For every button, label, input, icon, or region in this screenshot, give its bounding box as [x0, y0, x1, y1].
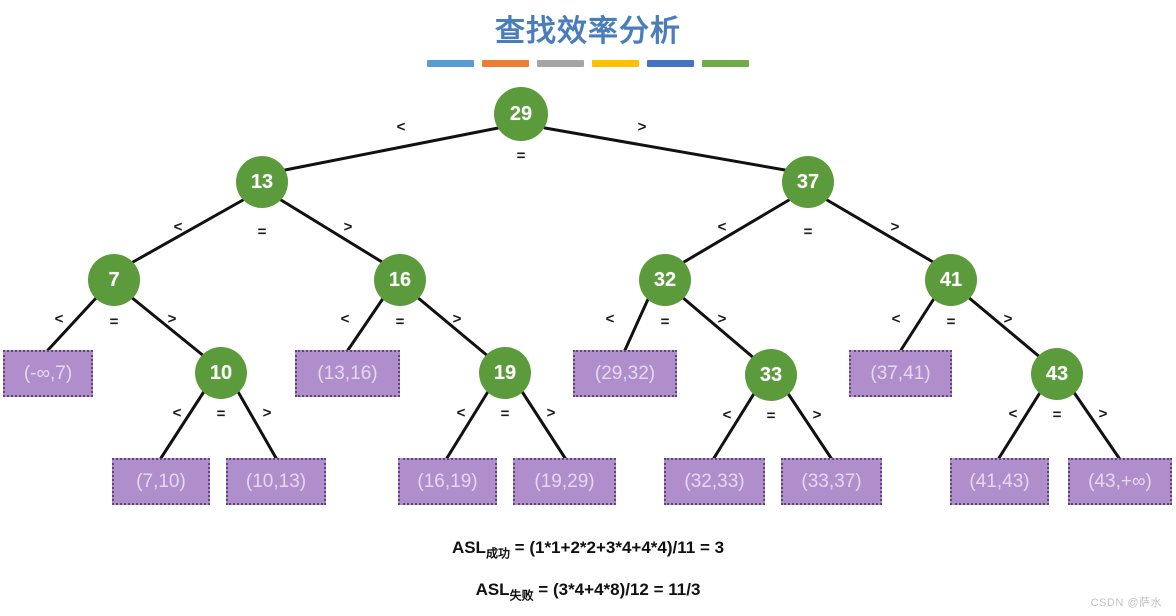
tree-edge: [235, 388, 278, 460]
tree-edge: [680, 295, 757, 361]
formula-subscript: 成功: [485, 546, 510, 561]
tree-leaf-l4[interactable]: (37,41): [849, 350, 952, 397]
edge-label-equals-1: =: [516, 147, 526, 165]
edge-label-greater-than-8: >: [890, 218, 900, 236]
tree-leaf-l1[interactable]: (-∞,7): [3, 350, 93, 397]
edge-label-equals-19: =: [946, 313, 956, 331]
edge-label-greater-than-11: >: [167, 310, 177, 328]
asl-failure-formula: ASL失败 = (3*4+4*8)/12 = 11/3: [0, 580, 1176, 603]
tree-leaf-l9[interactable]: (32,33): [664, 458, 765, 505]
edge-label-greater-than-29: >: [812, 406, 822, 424]
edge-label-less-than-30: <: [1008, 405, 1018, 423]
rule-segment-dark-blue: [647, 60, 694, 67]
tree-leaf-l5[interactable]: (7,10): [112, 458, 210, 505]
tree-node-10[interactable]: 10: [195, 347, 247, 399]
edge-label-equals-13: =: [395, 313, 405, 331]
page-title: 查找效率分析: [495, 15, 681, 48]
tree-edge: [346, 295, 386, 352]
edge-label-less-than-21: <: [172, 404, 182, 422]
edge-label-equals-31: =: [1052, 406, 1062, 424]
tree-edge: [785, 390, 833, 460]
tree-node-33[interactable]: 33: [745, 349, 797, 401]
formula-prefix: ASL: [475, 580, 510, 599]
tree-leaf-l6[interactable]: (10,13): [226, 458, 326, 505]
watermark: CSDN @萨水: [1090, 597, 1162, 609]
tree-node-13[interactable]: 13: [236, 156, 288, 208]
formula-body: = (3*4+4*8)/12 = 11/3: [533, 580, 701, 599]
tree-leaf-l8[interactable]: (19,29): [513, 458, 616, 505]
tree-edge: [519, 388, 567, 460]
edge-label-equals-4: =: [257, 223, 267, 241]
tree-node-19[interactable]: 19: [479, 347, 531, 399]
tree-edge: [682, 198, 791, 264]
title-rule-strip: [0, 60, 1176, 67]
edge-label-less-than-0: <: [396, 118, 406, 136]
formula-body: = (1*1+2*2+3*4+4*4)/11 = 3: [509, 538, 725, 557]
formula-subscript: 失败: [509, 588, 534, 603]
tree-leaf-l3[interactable]: (29,32): [573, 350, 677, 397]
tree-edge: [131, 198, 245, 264]
edge-label-greater-than-5: >: [343, 218, 353, 236]
rule-segment-gold: [592, 60, 639, 67]
edge-label-equals-10: =: [109, 313, 119, 331]
edge-label-equals-25: =: [500, 405, 510, 423]
edge-label-greater-than-23: >: [262, 404, 272, 422]
tree-node-37[interactable]: 37: [782, 156, 834, 208]
asl-success-formula: ASL成功 = (1*1+2*2+3*4+4*4)/11 = 3: [0, 538, 1176, 561]
edge-label-equals-7: =: [803, 223, 813, 241]
tree-leaf-l12[interactable]: (43,+∞): [1068, 458, 1172, 505]
rule-segment-light-blue: [427, 60, 474, 67]
edge-label-less-than-9: <: [54, 310, 64, 328]
rule-segment-gray: [537, 60, 584, 67]
edge-label-greater-than-2: >: [637, 118, 647, 136]
tree-edge: [543, 126, 787, 172]
tree-edge: [966, 295, 1043, 360]
edge-label-equals-16: =: [660, 313, 670, 331]
formula-prefix: ASL: [451, 538, 486, 557]
tree-node-41[interactable]: 41: [925, 254, 977, 306]
tree-edge: [445, 388, 491, 460]
tree-node-29[interactable]: 29: [494, 87, 548, 141]
tree-leaf-l2[interactable]: (13,16): [295, 350, 400, 397]
tree-leaf-l11[interactable]: (41,43): [950, 458, 1049, 505]
edge-label-less-than-24: <: [456, 404, 466, 422]
tree-edge: [415, 295, 491, 359]
edge-label-less-than-18: <: [891, 310, 901, 328]
edge-label-less-than-12: <: [340, 310, 350, 328]
tree-edge: [46, 295, 99, 352]
tree-edge: [623, 295, 651, 352]
tree-leaf-l7[interactable]: (16,19): [398, 458, 497, 505]
tree-edge: [279, 198, 384, 264]
tree-node-32[interactable]: 32: [639, 254, 691, 306]
tree-leaf-l10[interactable]: (33,37): [781, 458, 882, 505]
edge-label-greater-than-32: >: [1098, 405, 1108, 423]
tree-node-7[interactable]: 7: [88, 254, 140, 306]
edge-label-equals-22: =: [216, 405, 226, 423]
edge-label-greater-than-17: >: [717, 310, 727, 328]
rule-segment-green: [702, 60, 749, 67]
tree-edge: [283, 126, 500, 172]
tree-edge: [825, 198, 935, 264]
edge-label-less-than-27: <: [722, 406, 732, 424]
edge-label-equals-28: =: [766, 407, 776, 425]
tree-edge: [899, 295, 937, 352]
rule-segment-orange: [482, 60, 529, 67]
tree-edge: [129, 295, 207, 359]
edge-label-less-than-3: <: [173, 218, 183, 236]
edge-label-greater-than-20: >: [1003, 310, 1013, 328]
tree-node-43[interactable]: 43: [1031, 348, 1083, 400]
edge-label-greater-than-26: >: [546, 404, 556, 422]
tree-edge: [997, 389, 1043, 460]
tree-edge: [712, 390, 757, 460]
edge-label-greater-than-14: >: [452, 310, 462, 328]
edge-label-less-than-15: <: [605, 310, 615, 328]
edge-label-less-than-6: <: [717, 218, 727, 236]
tree-edge: [159, 388, 207, 460]
tree-edge: [1071, 389, 1121, 460]
tree-node-16[interactable]: 16: [374, 254, 426, 306]
